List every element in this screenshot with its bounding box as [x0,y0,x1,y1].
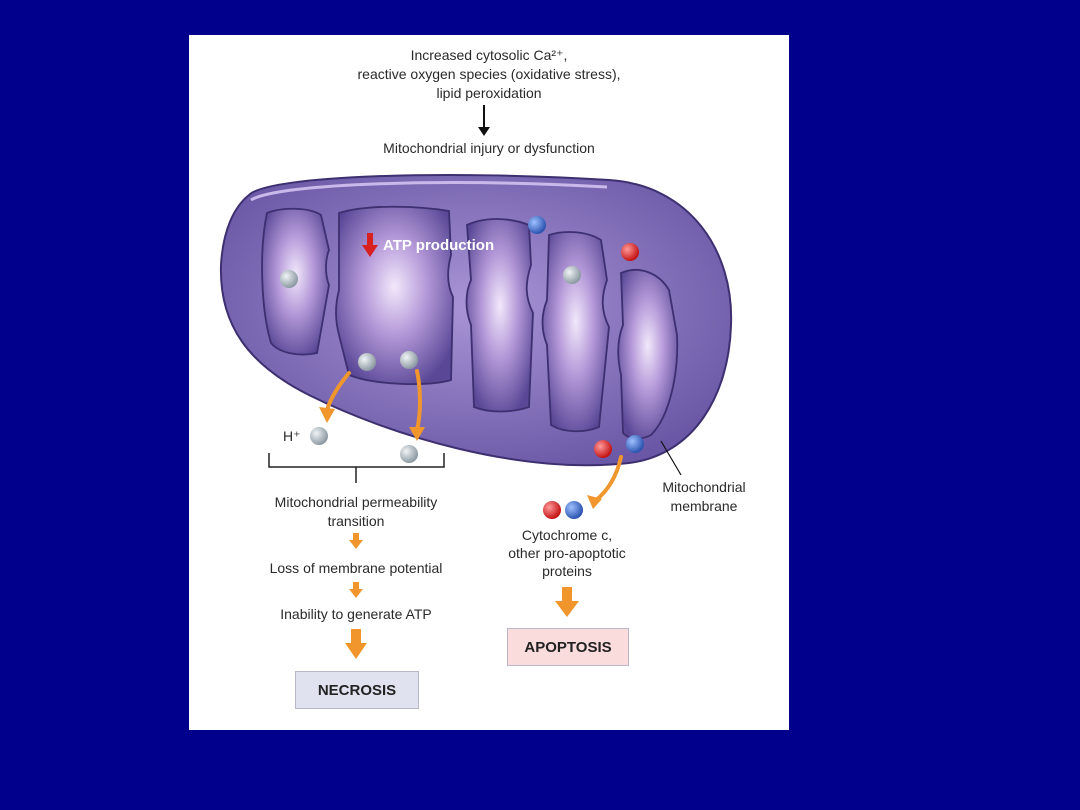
membrane-callout-line [660,440,682,476]
loss-membrane-potential-label: Loss of membrane potential [269,560,443,576]
trigger-line-1: Increased cytosolic Ca²⁺, [410,47,568,63]
mitochondrion-diagram [219,105,733,659]
red-down-arrow-icon [362,233,378,257]
necrosis-flow-arrows [345,533,367,659]
mpt-label-line-1: Mitochondrial permeability [274,494,438,510]
proton-label: H⁺ [283,428,301,444]
mpt-label-line-2: transition [327,513,385,529]
trigger-line-3: lipid peroxidation [436,85,542,101]
atp-production-label: ATP production [383,237,495,254]
membrane-label-line-2: membrane [670,498,738,514]
down-arrow-icon [478,105,490,136]
diagram-panel: Increased cytosolic Ca²⁺, reactive oxyge… [189,35,789,730]
necrosis-box: NECROSIS [295,671,419,709]
injury-label: Mitochondrial injury or dysfunction [383,140,595,156]
molecules [280,216,644,519]
mpt-bracket [268,453,445,483]
matrix-chambers [261,205,679,440]
cytochrome-line-2: other pro-apoptotic [508,545,626,561]
membrane-label-line-1: Mitochondrial [662,479,746,495]
cytochrome-line-3: proteins [542,563,592,579]
cytochrome-line-1: Cytochrome c, [521,527,613,543]
trigger-line-2: reactive oxygen species (oxidative stres… [357,66,621,82]
apoptosis-box: APOPTOSIS [507,628,629,666]
inability-atp-label: Inability to generate ATP [280,606,432,622]
apoptosis-flow-arrow [555,587,579,617]
